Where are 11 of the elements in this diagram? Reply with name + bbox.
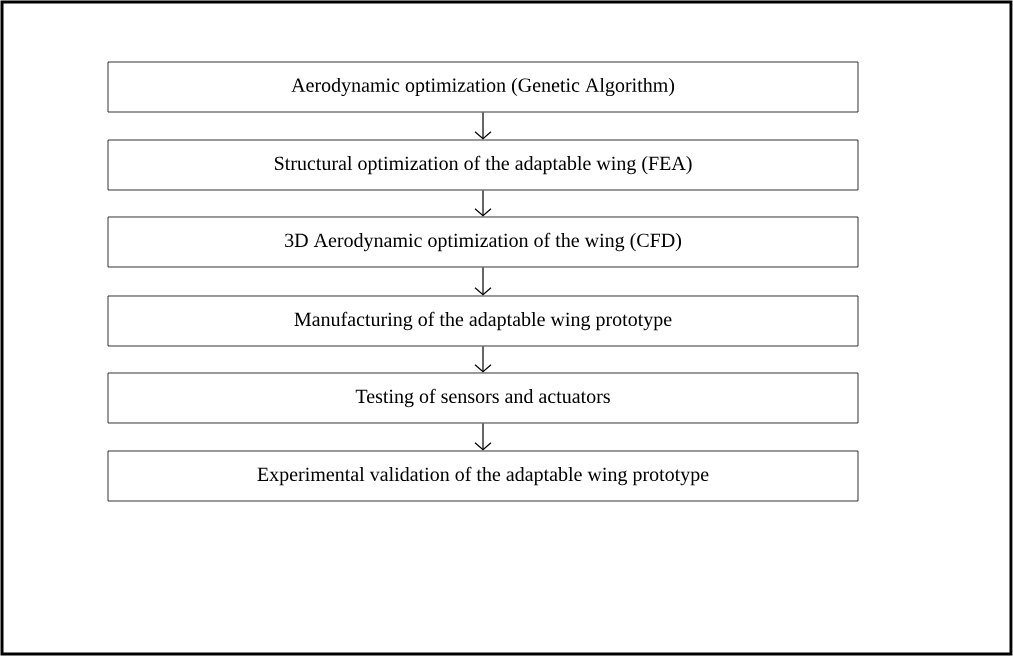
arrow [474, 422, 492, 451]
process-box: Testing of sensors and actuators [107, 372, 859, 424]
process-box: Experimental validation of the adaptable wing prototype [107, 450, 859, 502]
process-box: 3D Aerodynamic optimization of the wing (CFD) [107, 216, 859, 268]
arrow [474, 266, 492, 296]
process-box: Structural optimization of the adaptable wing (FEA) [107, 139, 859, 191]
arrow [474, 189, 492, 217]
process-box: Manufacturing of the adaptable wing prototype [107, 295, 859, 347]
process-box: Aerodynamic optimization (Genetic Algorithm) [107, 61, 859, 113]
arrow [474, 345, 492, 373]
arrow [474, 111, 492, 140]
